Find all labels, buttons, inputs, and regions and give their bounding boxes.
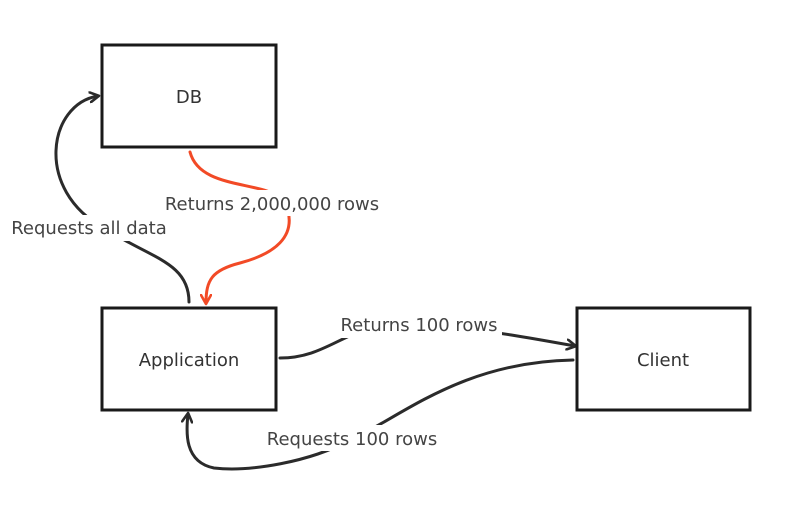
edge-label-requests-100-rows-group: Requests 100 rows: [264, 425, 442, 451]
node-db-label: DB: [176, 87, 202, 108]
edge-label-requests-all-data: Requests all data: [11, 218, 167, 239]
node-db: DB: [100, 43, 278, 149]
edge-label-requests-all-data-group: Requests all data: [10, 215, 170, 241]
node-application-label: Application: [139, 350, 240, 371]
edge-label-returns-2m-rows: Returns 2,000,000 rows: [165, 194, 379, 215]
edge-returns-2m-rows: [188, 150, 291, 303]
edge-label-requests-100-rows: Requests 100 rows: [267, 429, 437, 450]
node-client-label: Client: [637, 350, 689, 371]
node-application: Application: [100, 306, 278, 412]
edge-requests-100-rows: [187, 358, 575, 471]
edge-label-returns-2m-rows-group: Returns 2,000,000 rows: [162, 190, 384, 216]
edge-label-returns-100-rows: Returns 100 rows: [340, 315, 497, 336]
node-client: Client: [575, 306, 752, 412]
edge-label-returns-100-rows-group: Returns 100 rows: [338, 312, 502, 338]
